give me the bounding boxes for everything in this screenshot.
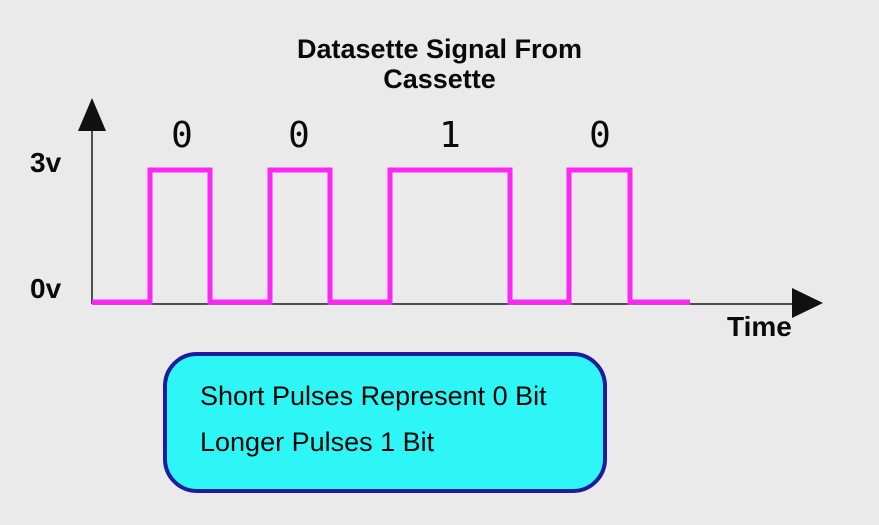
bit-label-1: 0 [171, 115, 193, 156]
y-axis-label-0v: 0v [30, 273, 62, 304]
bit-label-2: 0 [288, 115, 310, 156]
y-axis-label-3v: 3v [30, 147, 62, 178]
bit-label-3: 1 [439, 115, 461, 156]
legend-line-longer-pulses: Longer Pulses 1 Bit [200, 427, 435, 457]
title-line-2: Cassette [383, 64, 496, 94]
x-axis-arrow-icon [792, 288, 823, 318]
legend-line-short-pulses: Short Pulses Represent 0 Bit [200, 381, 547, 411]
title-line-1: Datasette Signal From [296, 34, 583, 64]
y-axis-arrow-icon [78, 98, 106, 131]
legend-callout-box: Short Pulses Represent 0 Bit Longer Puls… [163, 352, 607, 493]
bit-label-4: 0 [589, 115, 611, 156]
x-axis-label-time: Time [727, 311, 792, 342]
diagram-title: Datasette Signal From Cassette [0, 34, 879, 94]
pulse-waveform [92, 167, 690, 305]
